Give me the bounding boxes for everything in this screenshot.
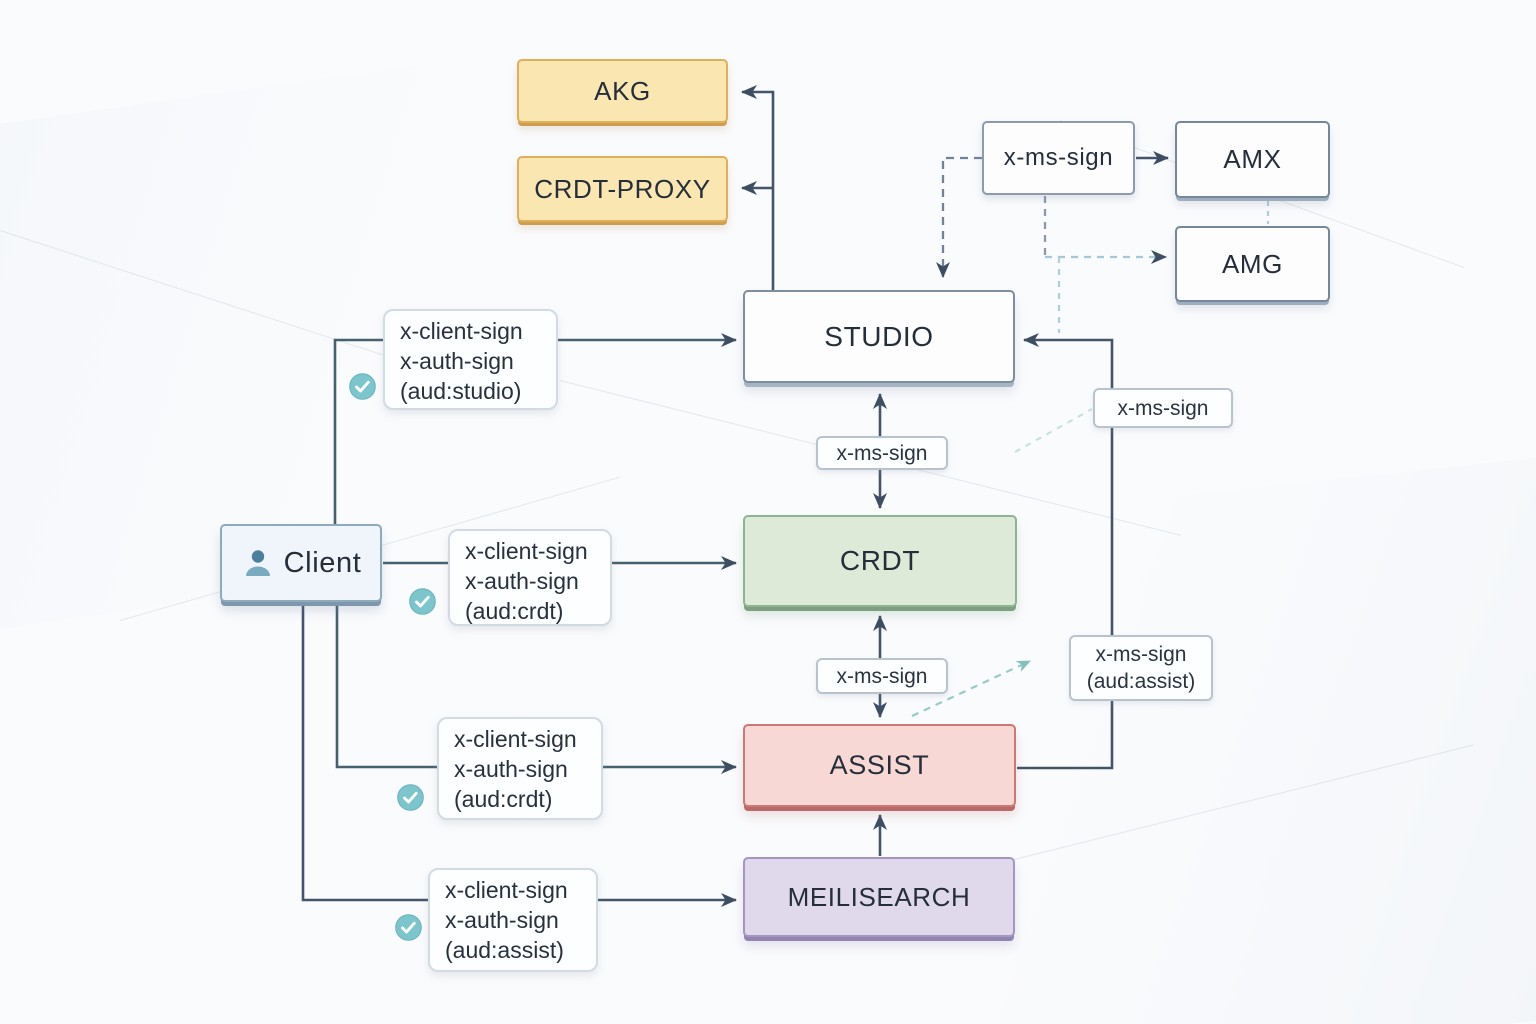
edge-xmssign-studio-dashed xyxy=(936,156,982,278)
node-crdt-proxy-label: CRDT-PROXY xyxy=(534,173,711,204)
annotation-line: (aud:crdt) xyxy=(465,598,564,624)
check-circle-icon xyxy=(349,373,376,400)
annotation-line: x-client-sign xyxy=(445,877,568,903)
edge-label-studio-crdt: x-ms-sign xyxy=(816,436,948,470)
annotation-line: x-client-sign xyxy=(465,538,588,564)
node-amg-label: AMG xyxy=(1221,248,1284,279)
annotation-aud-crdt-1: x-client-sign x-auth-sign (aud:crdt) xyxy=(448,529,612,626)
node-meilisearch-label: MEILISEARCH xyxy=(787,881,971,912)
edge-label-assist-studio-aud: x-ms-sign (aud:assist) xyxy=(1069,635,1213,701)
edge-assist-studio xyxy=(1017,333,1114,770)
annotation-line: x-auth-sign xyxy=(445,907,559,933)
node-assist: ASSIST xyxy=(743,724,1016,807)
node-crdt: CRDT xyxy=(743,515,1017,607)
node-meilisearch: MEILISEARCH xyxy=(743,857,1015,937)
person-icon xyxy=(241,547,275,579)
node-akg: AKG xyxy=(517,59,728,123)
edge-studio-akg xyxy=(741,85,775,290)
node-crdt-proxy: CRDT-PROXY xyxy=(517,156,728,222)
node-x-ms-sign: x-ms-sign xyxy=(982,121,1135,195)
edge-label-text: (aud:assist) xyxy=(1086,670,1196,693)
node-assist-label: ASSIST xyxy=(829,750,930,780)
edge-label-crdt-assist: x-ms-sign xyxy=(816,658,948,694)
node-x-ms-sign-label: x-ms-sign xyxy=(1003,144,1114,171)
edge-label-text: x-ms-sign xyxy=(1095,643,1187,666)
annotation-line: (aud:assist) xyxy=(445,937,564,963)
check-circle-icon xyxy=(409,588,436,615)
node-amg: AMG xyxy=(1175,226,1330,302)
edge-client-studio xyxy=(333,333,737,526)
edge-label-text: x-ms-sign xyxy=(836,664,928,688)
annotation-aud-studio: x-client-sign x-auth-sign (aud:studio) xyxy=(383,309,558,410)
edge-label-assist-studio: x-ms-sign xyxy=(1093,388,1233,428)
edge-assist-xmssign-teal-dashed xyxy=(911,660,1031,717)
annotation-line: x-client-sign xyxy=(400,318,523,344)
annotation-line: x-auth-sign xyxy=(454,756,568,782)
node-crdt-label: CRDT xyxy=(839,545,921,576)
node-akg-label: AKG xyxy=(594,75,651,106)
edge-label-text: x-ms-sign xyxy=(1117,396,1209,420)
edge-teal-dashed-accent xyxy=(1014,408,1093,453)
annotation-aud-crdt-2: x-client-sign x-auth-sign (aud:crdt) xyxy=(437,717,603,820)
node-client: Client xyxy=(220,524,382,602)
annotation-line: (aud:studio) xyxy=(400,378,522,404)
check-circle-icon xyxy=(395,914,422,941)
annotation-line: x-auth-sign xyxy=(400,348,514,374)
annotation-line: (aud:crdt) xyxy=(454,786,553,812)
node-client-label: Client xyxy=(283,546,362,579)
node-studio-label: STUDIO xyxy=(824,320,934,352)
annotation-line: x-auth-sign xyxy=(465,568,579,594)
node-amx-label: AMX xyxy=(1223,144,1282,174)
edge-client-assist xyxy=(335,601,737,774)
check-circle-icon xyxy=(397,784,424,811)
annotation-line: x-client-sign xyxy=(454,726,577,752)
edge-label-text: x-ms-sign xyxy=(836,441,928,465)
annotation-aud-assist: x-client-sign x-auth-sign (aud:assist) xyxy=(428,868,598,972)
node-amx: AMX xyxy=(1175,121,1330,198)
node-studio: STUDIO xyxy=(743,290,1015,383)
